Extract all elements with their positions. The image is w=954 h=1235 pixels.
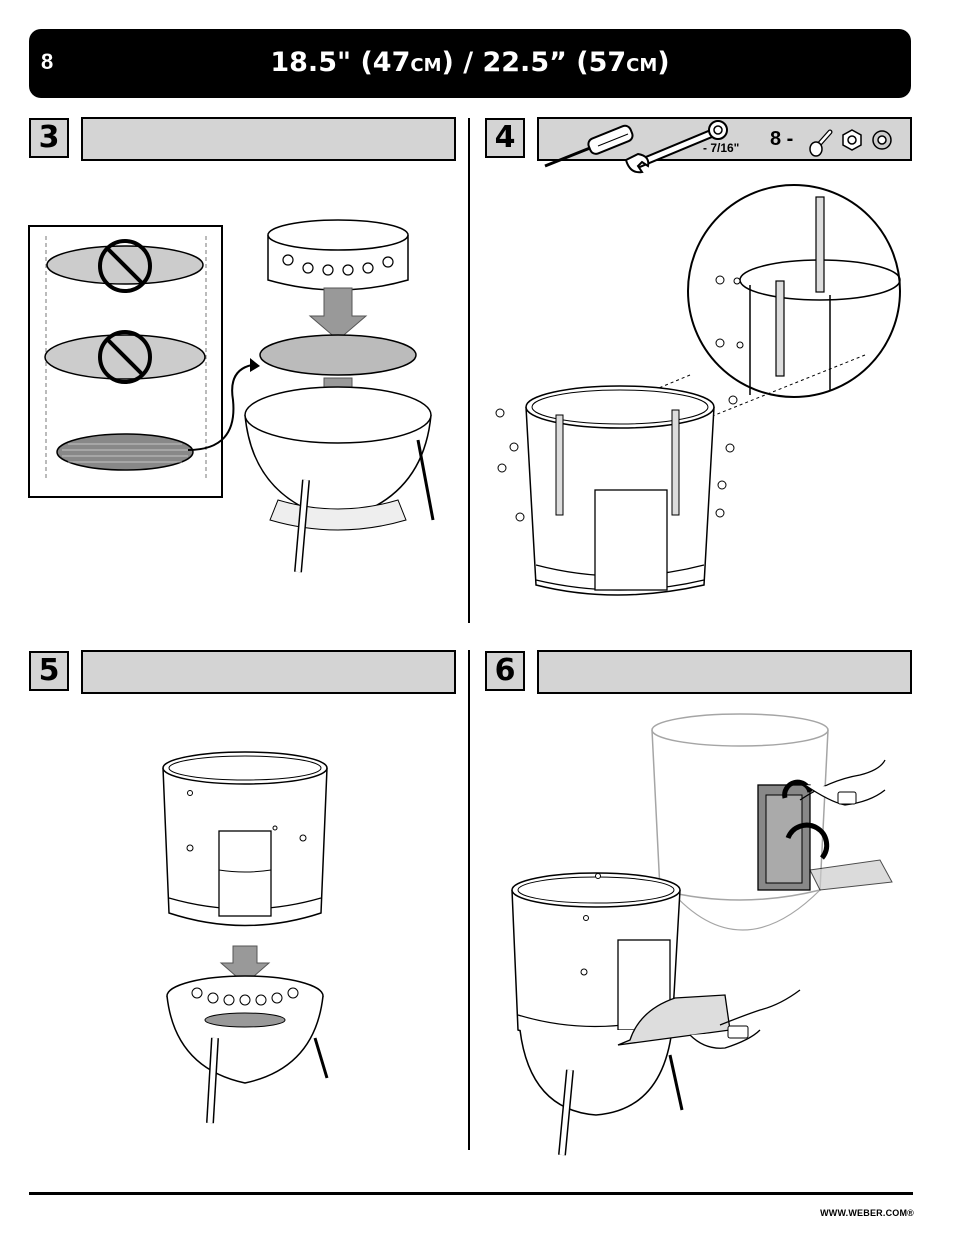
step-3-illustration: [28, 219, 435, 573]
page-header: 8 18.5" (47CM) / 22.5” (57CM): [29, 29, 911, 98]
step-4-illustration: [495, 184, 901, 596]
bolt-icon: [809, 129, 833, 157]
step-5-bar: [81, 650, 456, 694]
step-3-number: 3: [29, 118, 69, 158]
page-number: 8: [41, 49, 54, 74]
step-6-illustration: [511, 713, 893, 1156]
page-title: 18.5" (47CM) / 22.5” (57CM): [270, 47, 670, 78]
step-5-number: 5: [29, 651, 69, 691]
washer-icon: [872, 130, 892, 150]
column-divider-top: [468, 118, 470, 623]
step-5-illustration: [162, 751, 329, 1124]
step-6-number: 6: [485, 651, 525, 691]
screwdriver-icon: [544, 124, 634, 168]
wrench-icon: [624, 120, 728, 174]
step-3-bar: [81, 117, 456, 161]
prohibited-icon: [98, 239, 152, 384]
step-4-number: 4: [485, 118, 525, 158]
wrench-size-label: - 7/16": [703, 141, 740, 155]
footer-url: WWW.WEBER.COM®: [820, 1208, 914, 1218]
hardware-count-label: 8 -: [770, 128, 794, 150]
footer-rule: [29, 1192, 913, 1195]
nut-icon: [842, 129, 862, 151]
column-divider-bottom: [468, 650, 470, 1150]
step-6-bar: [537, 650, 912, 694]
